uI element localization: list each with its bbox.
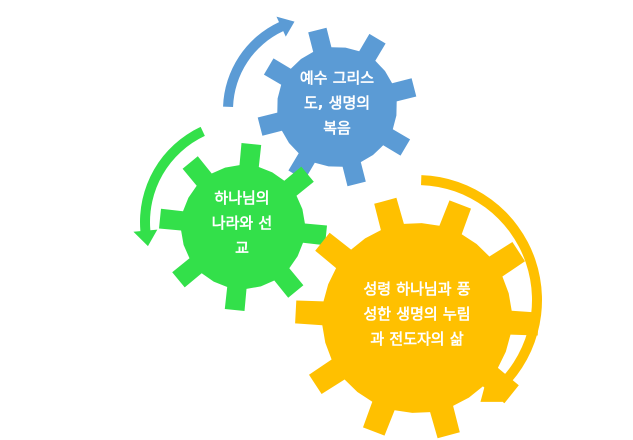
green-cycle-arrow-icon <box>133 126 205 247</box>
yellow-gear <box>295 197 539 439</box>
blue-gear <box>257 27 417 187</box>
green-gear <box>159 143 327 311</box>
label-line: 하나님의 <box>214 189 270 207</box>
label-line: 과 전도자의 삶 <box>370 330 464 348</box>
green-gear-label: 하나님의 나라와 선 교 <box>182 186 302 261</box>
yellow-gear-label: 성령 하나님과 풍 성한 생명의 누림 과 전도자의 삶 <box>327 277 507 352</box>
yellow-cycle-arrow-icon <box>421 175 543 402</box>
label-line: 복음 <box>323 119 351 137</box>
label-line: 예수 그리스 <box>299 69 375 87</box>
label-line: 성령 하나님과 풍 <box>363 280 471 298</box>
label-line: 도, 생명의 <box>303 94 371 112</box>
label-line: 나라와 선 <box>211 214 273 232</box>
label-line: 교 <box>235 239 249 257</box>
blue-gear-label: 예수 그리스 도, 생명의 복음 <box>277 66 397 141</box>
label-line: 성한 생명의 누림 <box>363 305 471 323</box>
blue-cycle-arrow-icon <box>223 16 295 107</box>
